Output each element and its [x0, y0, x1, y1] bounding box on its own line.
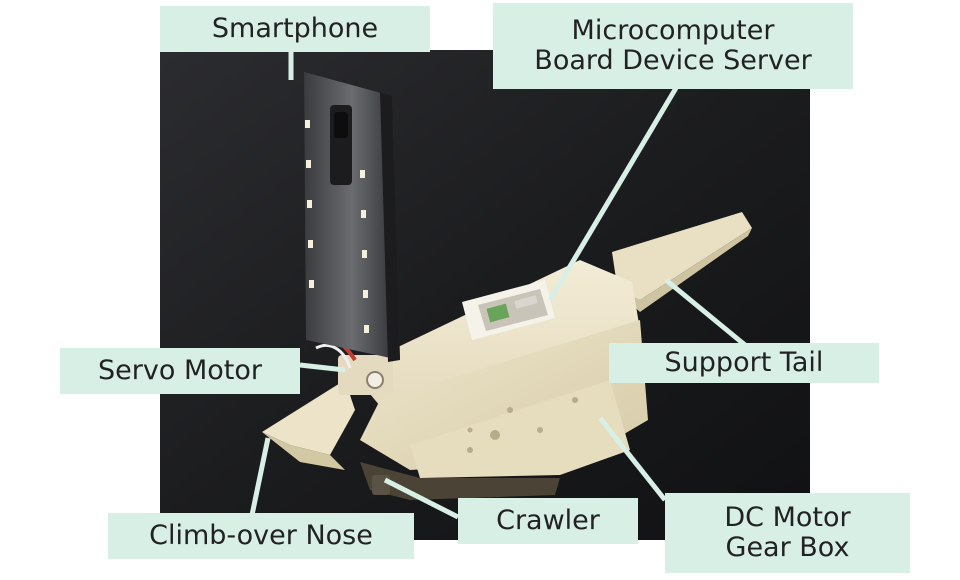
label-dc-motor-line2: Gear Box: [725, 532, 850, 563]
label-climb-over-nose: Climb-over Nose: [108, 513, 414, 559]
label-support-tail: Support Tail: [609, 343, 879, 383]
label-dc-motor-line1: DC Motor: [724, 501, 851, 533]
label-servo-motor-text: Servo Motor: [98, 354, 262, 386]
label-smartphone: Smartphone: [160, 6, 430, 52]
climb-over-nose-shape: [262, 380, 355, 455]
smartphone-shape: [304, 72, 400, 360]
label-climb-over-nose-text: Climb-over Nose: [149, 519, 373, 551]
label-smartphone-text: Smartphone: [211, 12, 379, 44]
label-crawler-text: Crawler: [496, 504, 600, 536]
label-dc-motor-gear-box: DC Motor Gear Box: [665, 493, 910, 573]
label-microcomputer-line2: Board Device Server: [534, 45, 812, 76]
gear-box-panel: [410, 380, 630, 478]
leader-lines: [249, 52, 747, 520]
label-microcomputer-board-device-server: Microcomputer Board Device Server: [493, 3, 853, 89]
label-servo-motor: Servo Motor: [60, 348, 300, 394]
support-tail-shape: [612, 212, 752, 300]
label-crawler: Crawler: [458, 498, 638, 544]
label-microcomputer-line1: Microcomputer: [571, 14, 775, 46]
label-support-tail-text: Support Tail: [664, 346, 824, 378]
